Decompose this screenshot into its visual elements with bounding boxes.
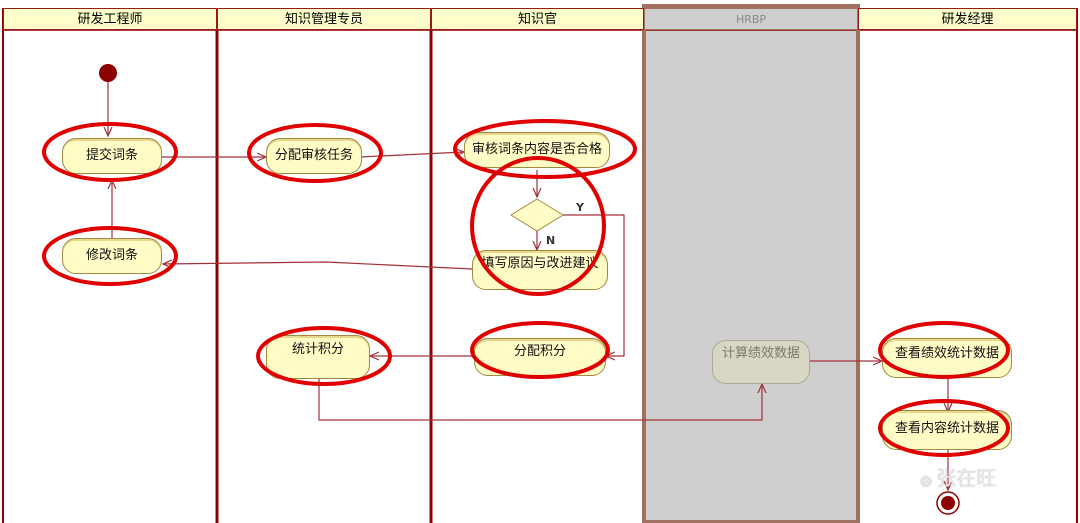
lane-title-knowledge-specialist: 知识管理专员 bbox=[217, 8, 431, 30]
node-calc-performance[interactable]: 计算绩效数据 bbox=[712, 340, 810, 384]
end-node-inner bbox=[941, 496, 955, 510]
node-view-content[interactable]: 查看内容统计数据 bbox=[882, 410, 1012, 450]
arrow-fill-modify bbox=[163, 262, 473, 270]
hrbp-lane-frame bbox=[642, 4, 860, 523]
decision-no-label: N bbox=[546, 234, 555, 247]
decision-yes-label: Y bbox=[575, 201, 585, 214]
lane-title-hrbp: HRBP bbox=[644, 8, 858, 30]
arrow-stat-calc bbox=[318, 378, 762, 421]
start-node bbox=[99, 64, 117, 82]
node-stat-points[interactable]: 统计积分 bbox=[266, 335, 370, 379]
node-submit-entry[interactable]: 提交词条 bbox=[62, 138, 162, 174]
lane-title-knowledge-officer: 知识官 bbox=[431, 8, 644, 30]
node-modify-entry[interactable]: 修改词条 bbox=[62, 238, 162, 274]
node-view-performance[interactable]: 查看绩效统计数据 bbox=[882, 338, 1012, 378]
watermark-author: ◉张在旺 bbox=[920, 462, 996, 491]
decision-diamond bbox=[510, 198, 564, 232]
node-fill-reason[interactable]: 填写原因与改进建议 bbox=[472, 250, 608, 290]
node-assign-points[interactable]: 分配积分 bbox=[474, 338, 606, 376]
wechat-icon: ◉ bbox=[920, 473, 933, 489]
watermark-text: 张在旺 bbox=[936, 466, 997, 490]
lane-title-rd-manager: 研发经理 bbox=[858, 8, 1077, 30]
lane-title-rd-engineer: 研发工程师 bbox=[3, 8, 217, 30]
hrbp-lane-shade bbox=[644, 8, 858, 523]
node-assign-review[interactable]: 分配审核任务 bbox=[266, 138, 362, 174]
node-review-content[interactable]: 审核词条内容是否合格 bbox=[464, 132, 610, 168]
arrow-assign-review bbox=[359, 152, 464, 158]
